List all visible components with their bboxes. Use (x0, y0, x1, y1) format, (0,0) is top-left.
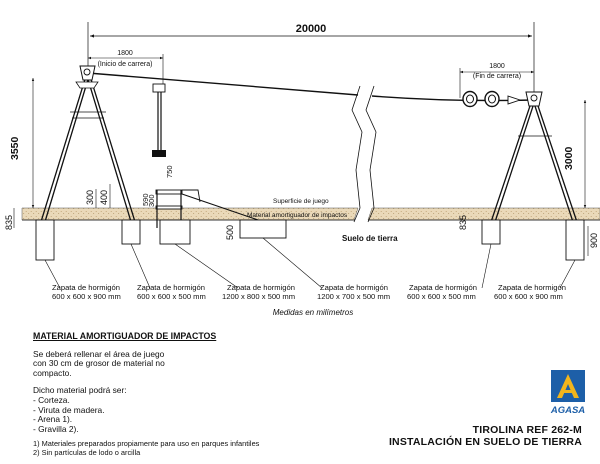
title-line-2: INSTALACIÓN EN SUELO DE TIERRA (388, 435, 582, 448)
footing-5-size: 600 x 600 x 500 mm (407, 292, 476, 301)
notes-item: - Arena 1). (33, 414, 73, 425)
notes-line-4: Dicho material podrá ser: (33, 385, 127, 396)
footing-4-size: 1200 x 700 x 500 mm (317, 292, 390, 301)
notes-item: - Corteza. (33, 394, 70, 405)
footing-blocks (35, 219, 585, 261)
start-end-dimensions: 1800 (Inicio de carrera) 1800 (Fin de ca… (88, 50, 534, 98)
footing-3-size: 1200 x 800 x 500 mm (222, 292, 295, 301)
agasa-logo: AGASA (550, 370, 585, 416)
impact-material-notes: MATERIAL AMORTIGUADOR DE IMPACTOS Se deb… (33, 331, 333, 458)
footnote-2: 2) Sin partículas de lodo o arcilla (33, 447, 141, 457)
play-surface-label: Superficie de juego (273, 198, 329, 205)
footing-5-label: Zapata de hormigón (409, 283, 477, 292)
footing-6-label: Zapata de hormigón (498, 283, 566, 292)
impact-layer-label: Material amortiguador de impactos (247, 212, 348, 219)
title-line-1: TIROLINA REF 262-M (472, 424, 582, 436)
measure-note: Medidas en milímetros (273, 308, 353, 317)
footing-1-size: 600 x 600 x 900 mm (52, 292, 121, 301)
notes-heading: MATERIAL AMORTIGUADOR DE IMPACTOS (33, 331, 217, 341)
zipline-cable-left (87, 72, 359, 96)
notes-line-1: Se deberá rellenar el área de juego (33, 348, 165, 359)
footing-1-label: Zapata de hormigón (52, 283, 120, 292)
left-height-value: 3550 (9, 136, 21, 160)
dim-300-b: 300 (147, 194, 156, 207)
ground-label: Suelo de tierra (342, 234, 398, 243)
dim-900: 900 (589, 233, 599, 248)
footing-4-label: Zapata de hormigón (320, 283, 388, 292)
notes-line-2: con 30 cm de grosor de material no (33, 358, 165, 369)
notes-item: - Gravilla 2). (33, 423, 79, 434)
footing-6-size: 600 x 600 x 900 mm (494, 292, 563, 301)
dim-590: 590 (141, 193, 150, 206)
left-a-frame (39, 65, 137, 226)
total-length-value: 20000 (296, 23, 327, 35)
footing-labels: Zapata de hormigón 600 x 600 x 900 mm Za… (44, 237, 576, 301)
dim-400: 400 (99, 190, 109, 205)
end-dim-value: 1800 (489, 63, 505, 70)
drawing-title: TIROLINA REF 262-M INSTALACIÓN EN SUELO … (388, 424, 582, 448)
footing-2-size: 600 x 600 x 500 mm (137, 292, 206, 301)
dim-835-left: 835 (4, 215, 14, 230)
small-dimensions: 3550 3000 300 400 590 750 300 835 835 50… (4, 78, 599, 256)
right-a-frame (462, 90, 579, 226)
zipline-trolley (152, 83, 166, 157)
brand-name: AGASA (550, 405, 585, 416)
notes-line-3: compacto. (33, 367, 72, 378)
right-height-value: 3000 (563, 146, 575, 170)
start-dim-value: 1800 (117, 50, 133, 57)
start-dim-label: (Inicio de carrera) (98, 61, 153, 68)
notes-item: - Viruta de madera. (33, 404, 105, 415)
dim-750: 750 (165, 165, 174, 178)
dim-300-a: 300 (85, 190, 95, 205)
footing-2-label: Zapata de hormigón (137, 283, 205, 292)
footnote-1: 1) Materiales preparados propiamente par… (33, 439, 260, 449)
footing-3-label: Zapata de hormigón (227, 283, 295, 292)
end-dim-label: (Fin de carrera) (473, 73, 521, 80)
dim-835-right: 835 (458, 215, 468, 230)
total-length-dimension: 20000 (87, 22, 535, 98)
dim-500: 500 (225, 225, 235, 240)
